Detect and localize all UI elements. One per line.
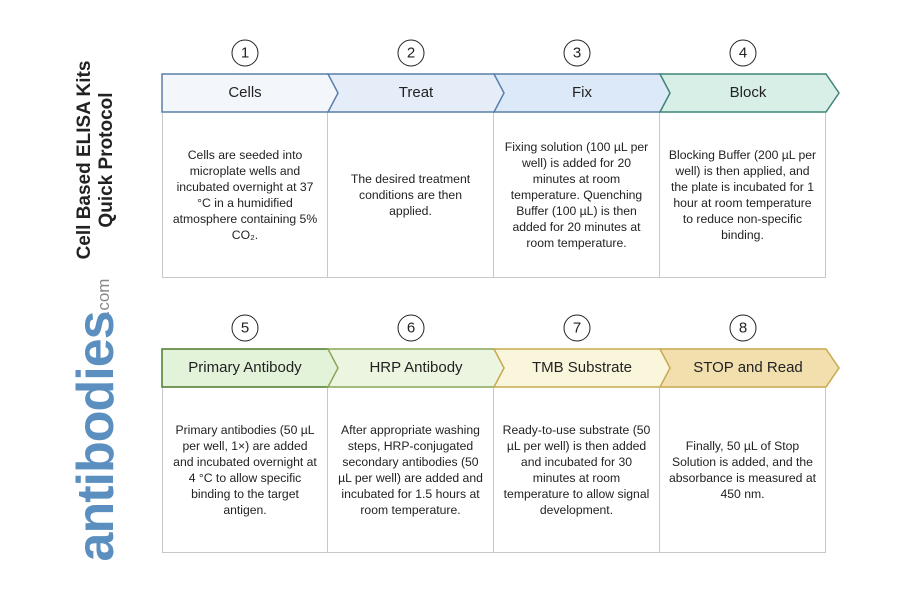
step-description: Finally, 50 µL of Stop Solution is added… bbox=[668, 439, 816, 501]
step-chevron bbox=[658, 348, 840, 388]
step-header-row bbox=[161, 348, 840, 388]
step-label: Fix bbox=[572, 84, 592, 101]
step-body: Cells are seeded into microplate wells a… bbox=[162, 113, 328, 278]
logo-suffix: .com bbox=[94, 278, 113, 316]
step-label: Treat bbox=[398, 84, 434, 101]
step-number: 8 bbox=[729, 314, 757, 342]
step-description: Blocking Buffer (200 µL per well) is the… bbox=[668, 148, 817, 242]
step-number: 4 bbox=[729, 39, 757, 67]
step-label: TMB Substrate bbox=[531, 359, 633, 376]
step-description: Cells are seeded into microplate wells a… bbox=[172, 148, 318, 242]
step-body: After appropriate washing steps, HRP-con… bbox=[328, 388, 494, 553]
step-description: Fixing solution (100 µL per well) is add… bbox=[504, 140, 649, 250]
step-description: Ready-to-use substrate (50 µL per well) … bbox=[502, 423, 651, 517]
step-description: The desired treatment conditions are the… bbox=[350, 172, 471, 218]
step-number: 6 bbox=[397, 314, 425, 342]
step-label: STOP and Read bbox=[693, 359, 803, 376]
step-body: Primary antibodies (50 µL per well, 1×) … bbox=[162, 388, 328, 553]
step-chevron bbox=[658, 73, 840, 113]
step-description: Primary antibodies (50 µL per well, 1×) … bbox=[173, 423, 317, 517]
step-header-row bbox=[161, 73, 840, 113]
step-label: Block bbox=[729, 84, 767, 101]
step-body: The desired treatment conditions are the… bbox=[328, 113, 494, 278]
step-description: After appropriate washing steps, HRP-con… bbox=[338, 423, 483, 517]
step-number: 2 bbox=[397, 39, 425, 67]
step-label: Cells bbox=[228, 84, 262, 101]
step-label: HRP Antibody bbox=[369, 359, 463, 376]
step-body: Fixing solution (100 µL per well) is add… bbox=[494, 113, 660, 278]
antibodies-logo: antibodies.com bbox=[66, 275, 126, 562]
step-number: 5 bbox=[231, 314, 259, 342]
step-body: Blocking Buffer (200 µL per well) is the… bbox=[660, 113, 826, 278]
step-body: Finally, 50 µL of Stop Solution is added… bbox=[660, 388, 826, 553]
step-number: 3 bbox=[563, 39, 591, 67]
step-number: 1 bbox=[231, 39, 259, 67]
step-number: 7 bbox=[563, 314, 591, 342]
step-body: Ready-to-use substrate (50 µL per well) … bbox=[494, 388, 660, 553]
step-label: Primary Antibody bbox=[188, 359, 302, 376]
